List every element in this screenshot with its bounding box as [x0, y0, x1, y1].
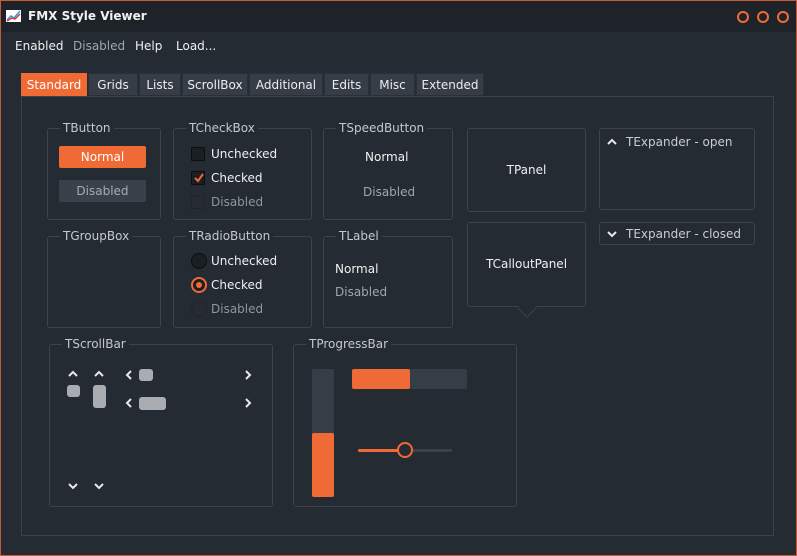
progress-fill-vertical	[312, 433, 334, 497]
radio-circle[interactable]	[191, 301, 207, 317]
tcalloutpanel-label: TCalloutPanel	[485, 257, 568, 271]
scroll-left-icon[interactable]	[123, 397, 135, 409]
tprogressbar-title: TProgressBar	[306, 337, 392, 351]
tscrollbar-group: TScrollBar	[49, 337, 273, 507]
maximize-icon[interactable]	[757, 11, 769, 23]
label-disabled: Disabled	[335, 285, 388, 299]
radio-circle[interactable]	[191, 277, 207, 293]
window-title: FMX Style Viewer	[28, 9, 147, 23]
tab-lists[interactable]: Lists	[139, 73, 181, 96]
speedbutton-disabled[interactable]: Disabled	[363, 185, 416, 199]
tlabel-title: TLabel	[336, 229, 382, 243]
checkmark-icon	[194, 173, 204, 183]
progress-fill-horizontal	[352, 369, 410, 389]
radio-disabled[interactable]: Disabled	[191, 301, 301, 317]
texpander-closed: TExpander - closed	[599, 222, 755, 245]
trackbar-fill	[358, 449, 405, 452]
scroll-right-icon[interactable]	[242, 369, 254, 381]
texpander-open: TExpander - open	[599, 128, 755, 210]
tab-page-standard: TButton Normal Disabled TCheckBox Unchec…	[21, 96, 774, 536]
scroll-thumb[interactable]	[139, 397, 166, 410]
checkbox-label: Unchecked	[211, 147, 278, 161]
tab-grids[interactable]: Grids	[88, 73, 138, 96]
title-bar[interactable]: FMX Style Viewer	[1, 1, 796, 32]
radio-circle[interactable]	[191, 253, 207, 269]
disabled-button[interactable]: Disabled	[59, 180, 146, 202]
tab-standard[interactable]: Standard	[21, 73, 87, 96]
scroll-up-icon[interactable]	[67, 368, 79, 380]
tab-scrollbox[interactable]: ScrollBox	[182, 73, 248, 96]
scroll-thumb[interactable]	[93, 385, 106, 408]
checkbox-disabled[interactable]: Disabled	[191, 194, 301, 210]
menu-help[interactable]: Help	[135, 39, 163, 53]
radio-label: Disabled	[211, 302, 264, 316]
progress-bar-horizontal	[352, 369, 467, 389]
tgroupbox: TGroupBox	[47, 229, 161, 328]
scroll-left-icon[interactable]	[123, 369, 135, 381]
tgroupbox-title: TGroupBox	[60, 229, 133, 243]
tpanel: TPanel	[467, 128, 586, 212]
normal-button[interactable]: Normal	[59, 146, 146, 168]
checkbox-checked[interactable]: Checked	[191, 170, 301, 186]
progress-bar-vertical	[312, 369, 334, 497]
tab-edits[interactable]: Edits	[324, 73, 369, 96]
minimize-icon[interactable]	[737, 11, 749, 23]
menu-disabled[interactable]: Disabled	[73, 39, 126, 53]
radio-dot	[196, 282, 202, 288]
scroll-thumb[interactable]	[67, 385, 80, 397]
menu-load[interactable]: Load...	[176, 39, 217, 53]
tab-misc[interactable]: Misc	[370, 73, 415, 96]
checkbox-box[interactable]	[191, 147, 205, 161]
label-normal: Normal	[335, 262, 379, 276]
tcalloutpanel: TCalloutPanel	[467, 222, 586, 318]
radio-label: Unchecked	[211, 254, 278, 268]
speedbutton-normal[interactable]: Normal	[365, 150, 409, 164]
tbutton-group: TButton Normal Disabled	[47, 121, 161, 220]
scroll-down-icon[interactable]	[67, 480, 79, 492]
tcheckbox-title: TCheckBox	[186, 121, 258, 135]
tscrollbar-title: TScrollBar	[62, 337, 129, 351]
callout-pointer	[517, 298, 537, 318]
scroll-down-icon[interactable]	[93, 480, 105, 492]
scroll-thumb[interactable]	[139, 369, 153, 381]
tbutton-title: TButton	[60, 121, 114, 135]
radio-checked[interactable]: Checked	[191, 277, 301, 293]
close-icon[interactable]	[777, 11, 789, 23]
chevron-up-icon	[607, 138, 617, 145]
menu-enabled[interactable]: Enabled	[15, 39, 64, 53]
scroll-up-icon[interactable]	[93, 368, 105, 380]
scroll-right-icon[interactable]	[242, 397, 254, 409]
tab-extended[interactable]: Extended	[416, 73, 484, 96]
chevron-down-icon	[607, 231, 617, 238]
tspeedbutton-group: TSpeedButton Normal Disabled	[323, 121, 453, 220]
tpanel-label: TPanel	[506, 163, 547, 177]
tradiobutton-group: TRadioButton Unchecked Checked Disabled	[173, 229, 312, 328]
checkbox-box[interactable]	[191, 171, 205, 185]
menu-bar: Enabled Disabled Help Load...	[1, 32, 796, 60]
trackbar-thumb[interactable]	[397, 442, 413, 458]
checkbox-unchecked[interactable]: Unchecked	[191, 146, 301, 162]
tradiobutton-title: TRadioButton	[186, 229, 274, 243]
app-icon	[6, 10, 21, 22]
checkbox-box[interactable]	[191, 195, 205, 209]
checkbox-label: Disabled	[211, 195, 264, 209]
tspeedbutton-title: TSpeedButton	[336, 121, 428, 135]
radio-label: Checked	[211, 278, 263, 292]
tcheckbox-group: TCheckBox Unchecked Checked Disabled	[173, 121, 312, 220]
tprogressbar-group: TProgressBar	[293, 337, 517, 507]
trackbar[interactable]	[358, 442, 452, 458]
expander-open-label: TExpander - open	[626, 135, 733, 149]
checkbox-label: Checked	[211, 171, 263, 185]
radio-unchecked[interactable]: Unchecked	[191, 253, 301, 269]
tlabel-group: TLabel Normal Disabled	[323, 229, 453, 328]
tab-additional[interactable]: Additional	[249, 73, 323, 96]
expander-closed-label: TExpander - closed	[626, 227, 742, 241]
